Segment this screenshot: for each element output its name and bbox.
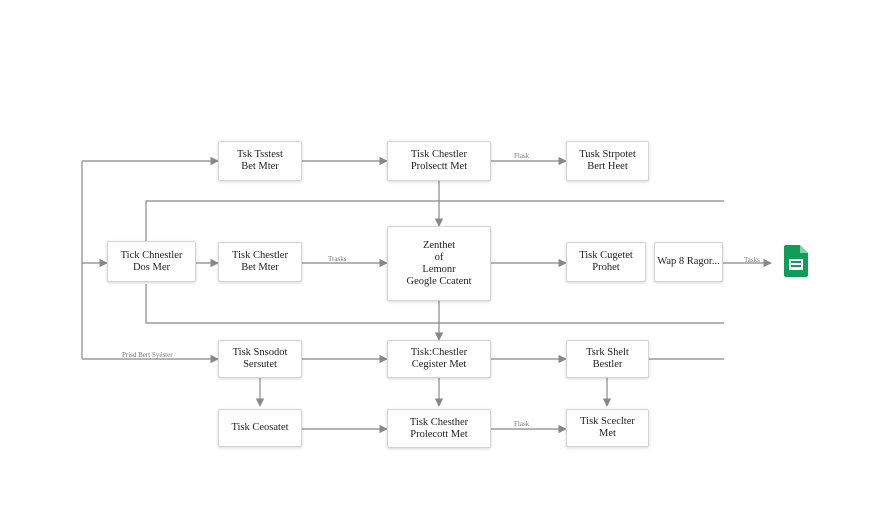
node-line: Tisk Ceosatet [231, 422, 289, 433]
node-line: Sersutet [243, 359, 277, 370]
task-node-shelf[interactable]: Tsrk Shelt Bestler [566, 340, 649, 378]
edge-label-flask-bottom: Flask [514, 420, 530, 428]
node-line: Tisk Sceclter [580, 416, 635, 427]
node-line: Wap 8 Ragor... [657, 256, 720, 267]
task-node-create[interactable]: Tisk Ceosatet [218, 409, 302, 447]
node-line: Tick Chnestler [120, 249, 183, 261]
task-node-support[interactable]: Tusk Strpotet Bert Heet [566, 141, 649, 181]
node-line: Tisk Chesther [409, 416, 469, 428]
edge-label-tasks: Tasks [744, 256, 760, 264]
node-line: Prolsectt Met [410, 161, 468, 172]
task-node-checker[interactable]: Tick Chnestler Dos Mer [107, 241, 196, 282]
node-line: Lemonr [422, 263, 456, 275]
node-line: Met [599, 428, 616, 439]
node-line: Tisk Chestler [232, 250, 288, 261]
edge-bracket-top [145, 200, 724, 241]
node-line: Geogle Ccatent [406, 275, 472, 287]
central-content-node[interactable]: Zenthet of Lemonr Geogle Ccatent [387, 226, 491, 301]
node-line: Tusk Strpotet [579, 149, 636, 160]
task-node-selector[interactable]: Tisk Sceclter Met [566, 409, 649, 447]
node-line: Cegister Met [411, 359, 467, 370]
node-line: Dos Mer [132, 261, 171, 273]
node-line: of [434, 251, 444, 263]
edge-label-trasks: Trasks [328, 255, 347, 263]
node-line: Tisk Cugetet [579, 250, 633, 261]
edge-label-prisd: Prisd Bert Syéster [122, 351, 173, 359]
node-line: Zenthet [422, 239, 456, 251]
node-line: Tisk Snsodot [232, 347, 288, 358]
node-line: Prolecott Met [410, 428, 468, 440]
task-node-snapshot[interactable]: Tisk Snsodot Sersutet [218, 340, 302, 378]
node-line: Tisk Chestler [411, 149, 467, 160]
edge-label-flask-top: Flask [514, 152, 530, 160]
node-line: Bestler [592, 359, 623, 370]
node-line: Tisk:Chestler [410, 347, 468, 358]
task-node-project[interactable]: Tisk Chestler Prolsectt Met [387, 141, 491, 181]
task-node-test[interactable]: Tsk Tsstest Bet Mter [218, 141, 302, 181]
task-node-wrap[interactable]: Wap 8 Ragor... [654, 242, 723, 282]
google-sheets-icon[interactable] [784, 245, 808, 277]
node-line: Prohet [592, 262, 620, 273]
task-node-budget[interactable]: Tisk Cugetet Prohet [566, 242, 646, 282]
node-line: Bet Mter [241, 161, 279, 172]
task-node-checker-2[interactable]: Tisk Chestler Bet Mter [218, 242, 302, 282]
node-line: Bet Mter [241, 262, 279, 273]
node-line: Tsrk Shelt [586, 347, 629, 358]
edge-bracket-bottom [145, 284, 724, 324]
node-line: Bert Heet [587, 161, 628, 172]
task-node-register[interactable]: Tisk:Chestler Cegister Met [387, 340, 491, 378]
node-line: Tsk Tsstest [237, 149, 283, 160]
task-node-project-2[interactable]: Tisk Chesther Prolecott Met [387, 409, 491, 448]
